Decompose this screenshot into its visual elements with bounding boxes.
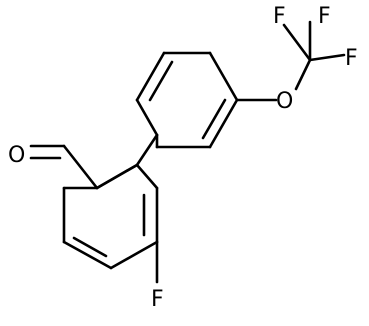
bond (72, 236, 108, 258)
ring-fluorine-label: F (151, 287, 164, 312)
cf3-fluorine-bottom-label: F (318, 4, 331, 29)
bond (109, 240, 159, 270)
phenyl-ring (135, 51, 239, 149)
bond (135, 163, 159, 190)
bond (62, 240, 113, 270)
cf3-fluorine-right-label: F (345, 46, 358, 71)
bond (201, 98, 227, 140)
aldehyde-group (29, 144, 99, 190)
bond (135, 51, 166, 102)
bond (294, 58, 312, 91)
bond (95, 163, 139, 190)
cf3-fluorine-left-label: F (273, 4, 286, 29)
ether-oxygen-label: O (276, 89, 293, 114)
bond (148, 60, 174, 102)
benzaldehyde-ring (62, 163, 159, 270)
bond (308, 53, 346, 62)
aldehyde-oxygen-label: O (8, 143, 25, 168)
bond (62, 144, 99, 190)
bond (208, 98, 239, 149)
trifluoromethoxy-group (235, 20, 346, 102)
bond (282, 23, 312, 62)
bond (208, 51, 239, 102)
biaryl-bond (135, 133, 159, 167)
bond (135, 98, 159, 137)
